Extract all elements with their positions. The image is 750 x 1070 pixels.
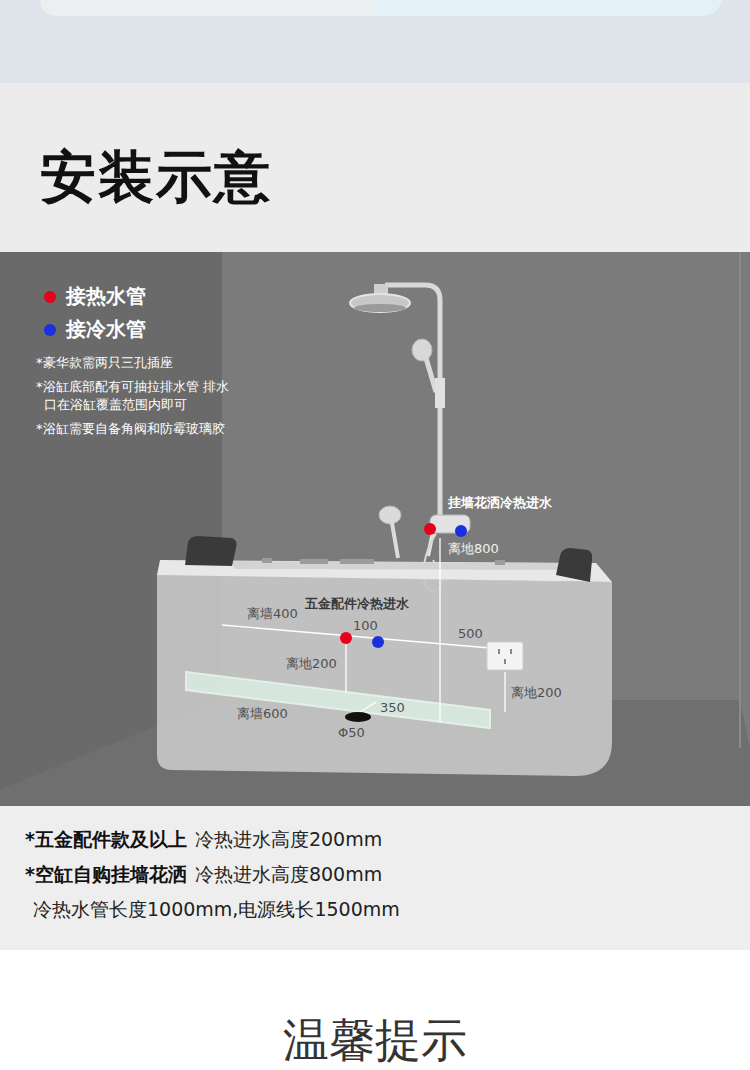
dimension-label: 离地200 xyxy=(511,685,562,701)
note-text: *浴缸底部配有可抽拉排水管 排水口在浴缸覆盖范围内即可 xyxy=(36,378,234,414)
dimension-label: Φ50 xyxy=(338,725,365,741)
dimension-label: 离墙400 xyxy=(247,606,298,622)
dimension-label: 离墙600 xyxy=(237,706,288,722)
right-wall-edge xyxy=(739,252,741,748)
dimension-label: 离地800 xyxy=(448,541,499,557)
card-left xyxy=(40,0,374,16)
top-band xyxy=(0,0,750,83)
back-wall xyxy=(0,252,750,806)
legend-swatch xyxy=(44,324,56,336)
bathtub xyxy=(157,506,612,776)
drain-hole xyxy=(345,712,371,722)
cold-water-dot xyxy=(455,525,467,537)
section-title: 温馨提示 xyxy=(283,1012,467,1070)
section-title: 安装示意 xyxy=(40,142,272,212)
title-band xyxy=(0,83,750,252)
drain-pipe-band xyxy=(186,672,490,728)
note-text: *浴缸需要自备角阀和防霉玻璃胶 xyxy=(36,421,225,437)
callout-label: 挂墙花洒冷热进水 xyxy=(448,495,552,511)
notes-band xyxy=(0,806,750,950)
dimension-line xyxy=(504,672,505,712)
dimension-label: 350 xyxy=(380,700,405,716)
dimension-line xyxy=(345,644,346,692)
hot-water-dot xyxy=(424,523,436,535)
leader-line xyxy=(360,702,376,712)
power-socket xyxy=(487,642,523,670)
legend-text: 接热水管 xyxy=(66,283,146,310)
dimension-label: 100 xyxy=(353,618,378,634)
legend-text: 接冷水管 xyxy=(66,316,146,343)
legend-entry: 接热水管 xyxy=(44,283,146,310)
cold-water-dot xyxy=(372,636,384,648)
dimension-line xyxy=(439,538,440,722)
note-text: 冷热进水高度800mm xyxy=(195,863,382,887)
legend-swatch xyxy=(44,291,56,303)
dimension-label: 500 xyxy=(458,626,483,642)
note-heading: *空缸自购挂墙花洒 xyxy=(25,863,187,887)
note-text: *豪华款需两只三孔插座 xyxy=(36,355,173,371)
note-text: 冷热水管长度1000mm,电源线长1500mm xyxy=(33,898,400,922)
note-heading: *五金配件款及以上 xyxy=(25,828,187,852)
legend-entry: 接冷水管 xyxy=(44,316,146,343)
note-text: 冷热进水高度200mm xyxy=(195,828,382,852)
card-right xyxy=(374,0,722,16)
callout-label: 五金配件冷热进水 xyxy=(305,596,409,612)
dimension-label: 离地200 xyxy=(286,656,337,672)
hot-water-dot xyxy=(340,632,352,644)
